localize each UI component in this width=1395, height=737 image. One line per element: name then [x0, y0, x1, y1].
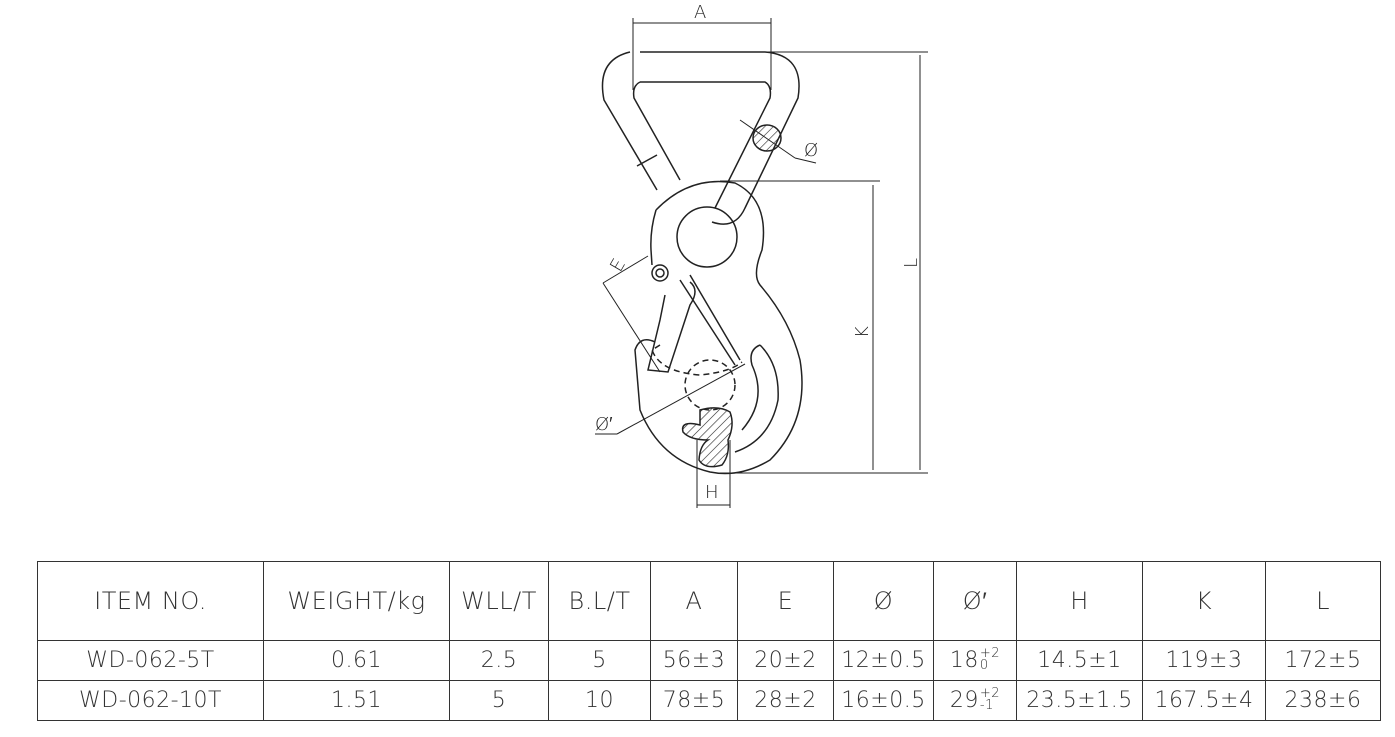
label-H: H: [705, 482, 719, 503]
cell-weight: 0.61: [263, 640, 450, 681]
cell-weight: 1.51: [263, 680, 450, 721]
tolerance-lower: 0: [979, 658, 989, 673]
cell-bl: 10: [548, 680, 651, 721]
table-row: WD-062-10T 1.51 5 10 78±5 28±2 16±0.5 29…: [37, 680, 1381, 721]
cell-bl: 5: [548, 640, 651, 681]
header-l: L: [1265, 561, 1381, 641]
cell-phi-prime: 29+2-1: [933, 680, 1017, 721]
cell-e: 20±2: [737, 640, 834, 681]
cell-k: 167.5±4: [1142, 680, 1266, 721]
cell-wll: 2.5: [449, 640, 549, 681]
cell-e: 28±2: [737, 680, 834, 721]
cell-item: WD-062-10T: [37, 680, 264, 721]
cell-a: 56±3: [650, 640, 738, 681]
header-bl: B.L/T: [548, 561, 651, 641]
hook-technical-drawing: A Ø L K E Ø′ H: [595, 2, 928, 508]
header-e: E: [737, 561, 834, 641]
hook-body: [634, 180, 803, 475]
cell-wll: 5: [449, 680, 549, 721]
header-item-no: ITEM NO.: [37, 561, 264, 641]
header-phi-prime: Ø′: [933, 561, 1017, 641]
table-header-row: ITEM NO. WEIGHT/kg WLL/T B.L/T A E Ø Ø′ …: [37, 561, 1381, 641]
cell-k: 119±3: [1142, 640, 1266, 681]
header-h: H: [1016, 561, 1143, 641]
tolerance-upper: +2: [979, 686, 1001, 701]
phi-prime-base: 29: [949, 688, 979, 713]
label-E: E: [606, 255, 630, 275]
cell-phi: 16±0.5: [833, 680, 934, 721]
tolerance-upper: +2: [979, 646, 1001, 661]
label-phi-prime: Ø′: [595, 414, 613, 435]
label-A: A: [694, 2, 706, 23]
triangle-link: [601, 51, 800, 225]
phi-prime-base: 18: [949, 648, 979, 673]
dimension-lines: [595, 18, 928, 508]
cell-a: 78±5: [650, 680, 738, 721]
cell-phi: 12±0.5: [833, 640, 934, 681]
header-k: K: [1142, 561, 1266, 641]
cell-l: 238±6: [1265, 680, 1381, 721]
cell-h: 14.5±1: [1016, 640, 1143, 681]
label-K: K: [852, 326, 873, 338]
label-phi: Ø: [804, 140, 818, 161]
header-phi: Ø: [833, 561, 934, 641]
header-wll: WLL/T: [449, 561, 549, 641]
label-L: L: [901, 258, 922, 268]
cell-h: 23.5±1.5: [1016, 680, 1143, 721]
cell-item: WD-062-5T: [37, 640, 264, 681]
table-row: WD-062-5T 0.61 2.5 5 56±3 20±2 12±0.5 18…: [37, 640, 1381, 681]
specification-table: ITEM NO. WEIGHT/kg WLL/T B.L/T A E Ø Ø′ …: [37, 561, 1381, 721]
phi-prime-tolerance: +2-1: [979, 686, 1001, 713]
header-weight: WEIGHT/kg: [263, 561, 450, 641]
header-a: A: [650, 561, 738, 641]
tolerance-lower: -1: [979, 698, 994, 713]
cell-l: 172±5: [1265, 640, 1381, 681]
